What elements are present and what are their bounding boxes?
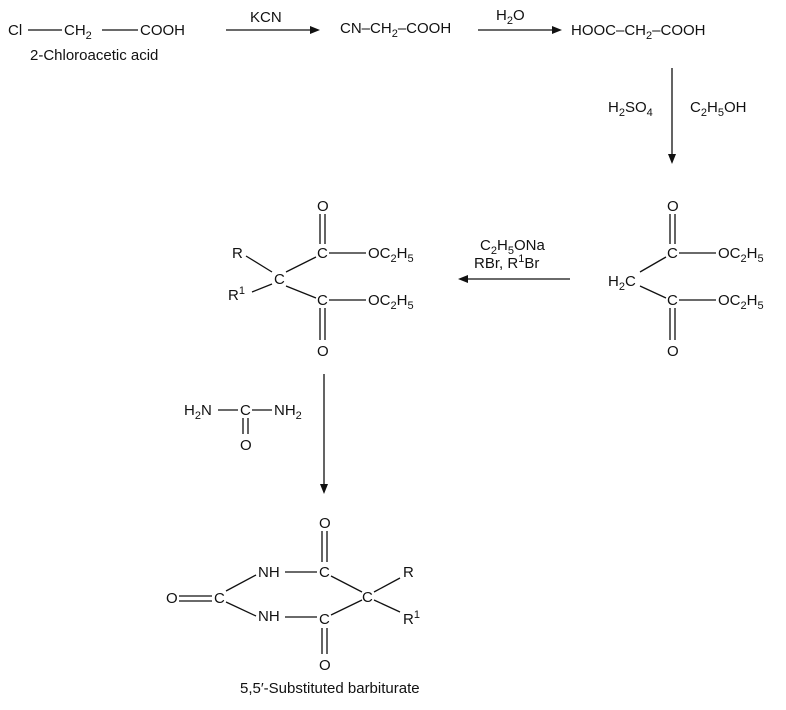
barbiturate-c2-n1-bond <box>225 601 257 617</box>
malonate-top-ethoxy: OC2H5 <box>718 245 764 265</box>
dialkyl-bottom-carbon: C <box>317 292 328 309</box>
barbiturate-c4-carbon: C <box>319 564 330 581</box>
arrow-condensation-head <box>320 484 328 494</box>
diethyl-malonate: O C OC2H5 H2C C OC2H5 O <box>608 198 764 360</box>
barbiturate-r-bond <box>373 577 401 593</box>
malonate-methylene: H2C <box>608 273 636 293</box>
urea-amine-right: NH2 <box>274 402 302 422</box>
arrow-kcn: KCN <box>226 9 320 34</box>
reagent-sulfuric-acid: H2SO4 <box>608 99 653 119</box>
barbiturate-c6-carbon: C <box>319 611 330 628</box>
malonate-top-oxygen: O <box>667 198 679 215</box>
barbiturate: O C NH C R R1 C NH O C O 5,5′-Substitute… <box>166 515 420 697</box>
reagent-sodium-ethoxide: C2H5ONa <box>480 237 545 257</box>
malonate-bottom-carbon: C <box>667 292 678 309</box>
barbiturate-n3: NH <box>258 564 280 581</box>
arrow-alkylation-head <box>458 275 468 283</box>
arrow-kcn-head <box>310 26 320 34</box>
barbiturate-top-oxygen: O <box>319 515 331 532</box>
malonate-bottom-ethoxy: OC2H5 <box>718 292 764 312</box>
atom-cl: Cl <box>8 22 22 39</box>
barbiturate-bottom-oxygen: O <box>319 657 331 674</box>
urea-oxygen: O <box>240 437 252 454</box>
malonate-top-carbon: C <box>667 245 678 262</box>
barbiturate-name: 5,5′-Substituted barbiturate <box>240 680 420 697</box>
barbiturate-c4-c5-bond <box>330 575 363 593</box>
dialkyl-central-carbon: C <box>274 271 285 288</box>
reagent-alkyl-halides: RBr, R1Br <box>474 253 539 272</box>
group-ch2: CH2 <box>64 22 92 42</box>
group-cooh: COOH <box>140 22 185 39</box>
arrow-alkylation: C2H5ONa RBr, R1Br <box>458 237 570 283</box>
barbiturate-n1: NH <box>258 608 280 625</box>
dialkyl-r-bond <box>245 255 273 273</box>
dialkyl-central-top-bond <box>285 256 317 273</box>
dialkyl-substituent-r: R <box>232 245 243 262</box>
barbiturate-substituent-r: R <box>403 564 414 581</box>
dialkyl-r1-bond <box>251 283 273 293</box>
reagent-ethanol: C2H5OH <box>690 99 746 119</box>
dialkyl-bottom-ethoxy: OC2H5 <box>368 292 414 312</box>
dialkyl-central-bottom-bond <box>285 285 317 299</box>
arrow-esterification: H2SO4 C2H5OH <box>608 68 746 164</box>
chloroacetic-acid-name: 2-Chloroacetic acid <box>30 47 158 64</box>
barbiturate-r1-bond <box>373 599 401 613</box>
urea: H2N C NH2 O <box>184 402 302 454</box>
dialkyl-top-oxygen: O <box>317 198 329 215</box>
urea-carbon: C <box>240 402 251 419</box>
arrow-condensation <box>320 374 328 494</box>
malonate-methylene-bottom-bond <box>639 285 667 299</box>
dialkyl-malonate: O C OC2H5 R C R1 C OC2H5 O <box>228 198 414 360</box>
cyanoacetic-acid-formula: CN–CH2–COOH <box>340 20 451 40</box>
barbiturate-c2-oxygen: O <box>166 590 178 607</box>
arrow-water: H2O <box>478 7 562 34</box>
malonic-acid-formula: HOOC–CH2–COOH <box>571 22 705 42</box>
dialkyl-top-ethoxy: OC2H5 <box>368 245 414 265</box>
malonate-bottom-oxygen: O <box>667 343 679 360</box>
arrow-esterification-head <box>668 154 676 164</box>
reagent-water: H2O <box>496 7 525 27</box>
barbiturate-substituent-r1: R1 <box>403 609 420 628</box>
barbiturate-c2-n3-bond <box>225 574 257 592</box>
dialkyl-bottom-oxygen: O <box>317 343 329 360</box>
dialkyl-substituent-r1: R1 <box>228 285 245 304</box>
barbiturate-c5-carbon: C <box>362 589 373 606</box>
cyanoacetic-acid: CN–CH2–COOH <box>340 20 451 40</box>
malonate-methylene-top-bond <box>639 256 667 273</box>
barbiturate-c5-c6-bond <box>330 599 363 616</box>
reagent-kcn: KCN <box>250 9 282 26</box>
chloroacetic-acid: Cl CH2 COOH 2-Chloroacetic acid <box>8 22 185 64</box>
dialkyl-top-carbon: C <box>317 245 328 262</box>
arrow-water-head <box>552 26 562 34</box>
barbiturate-c2-carbon: C <box>214 590 225 607</box>
malonic-acid: HOOC–CH2–COOH <box>571 22 705 42</box>
urea-amine-left: H2N <box>184 402 212 422</box>
